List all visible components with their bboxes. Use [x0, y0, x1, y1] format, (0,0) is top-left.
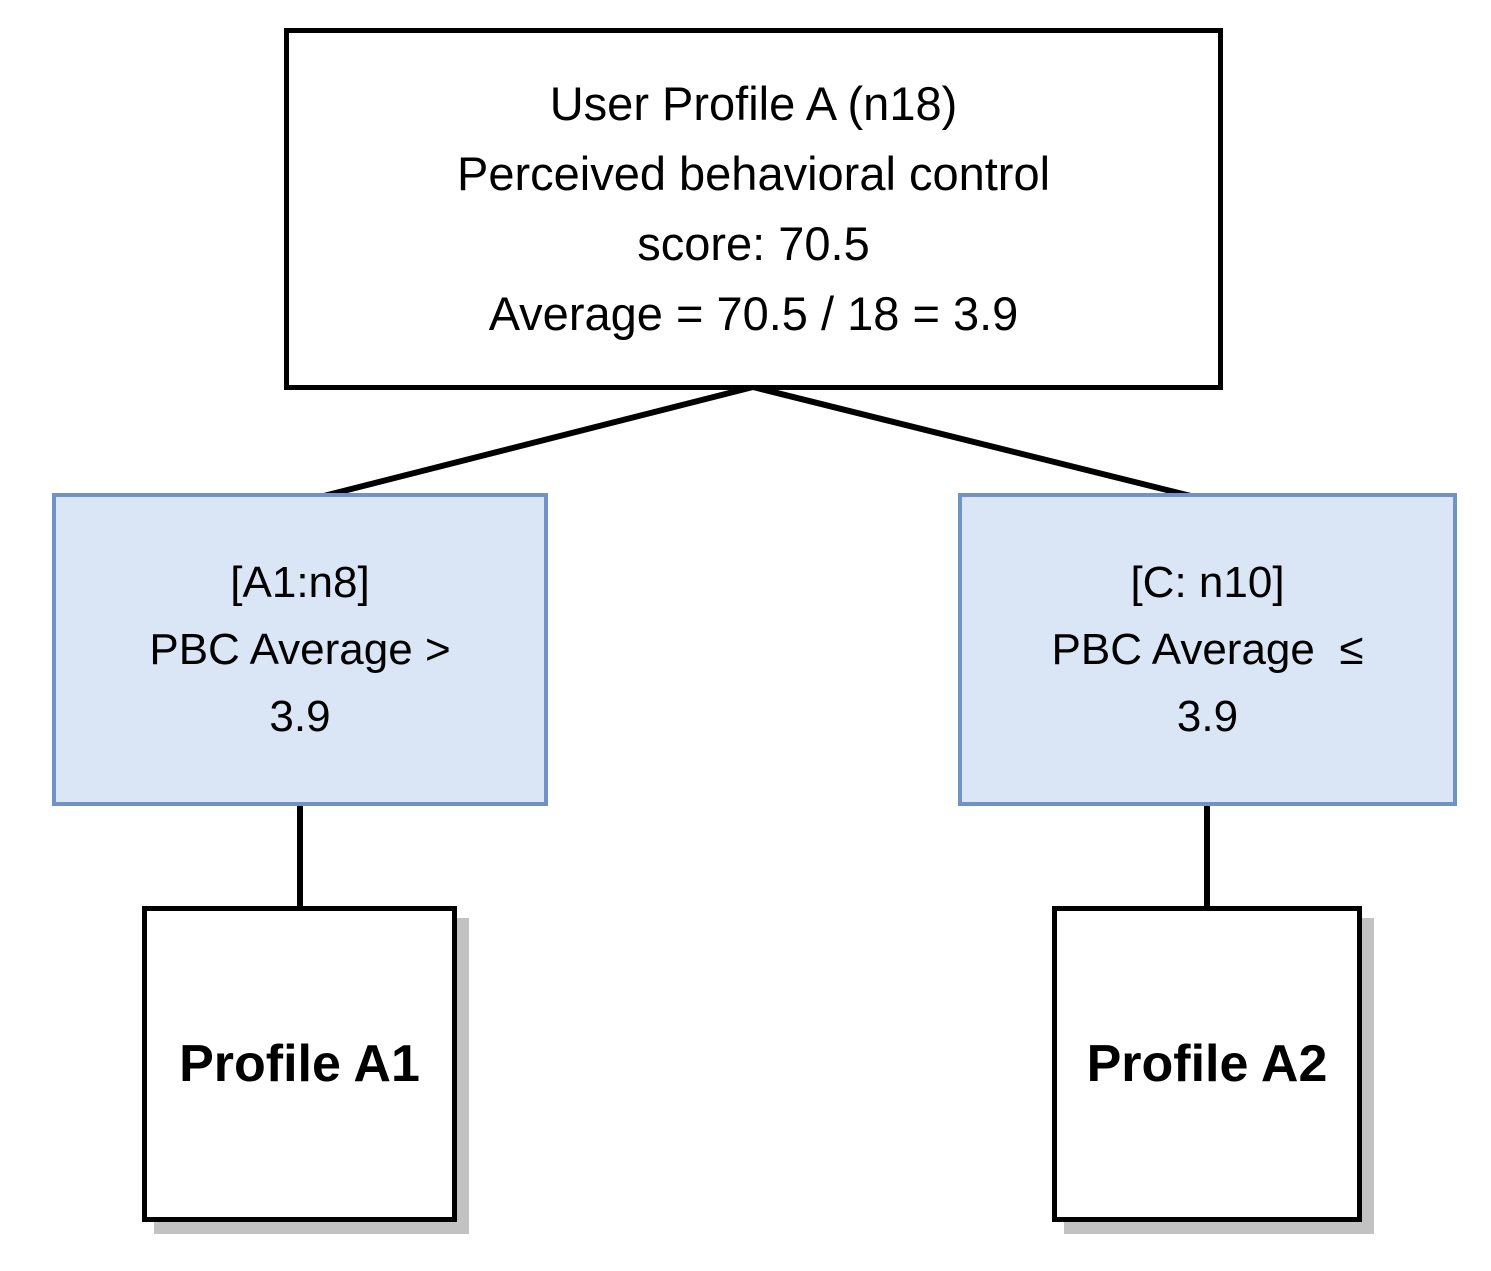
leaf-a1-label: Profile A1	[179, 1034, 420, 1093]
root-text-line-4: Average = 70.5 / 18 = 3.9	[488, 287, 1019, 340]
root-text-line-3: score: 70.5	[637, 217, 870, 270]
connector-root-to-left-branch	[307, 384, 754, 503]
branch-a1-text-line-2: PBC Average >	[149, 625, 451, 674]
branch-node-c: [C: n10] PBC Average ≤ 3.9	[958, 493, 1457, 806]
root-text-line-2: Perceived behavioral control	[456, 147, 1051, 200]
leaf-a2-label: Profile A2	[1086, 1034, 1328, 1093]
branch-node-a1: [A1:n8] PBC Average > 3.9	[52, 493, 548, 806]
root-node: User Profile A (n18) Perceived behaviora…	[284, 28, 1223, 390]
branch-c-text-line-2: PBC Average ≤	[1051, 625, 1364, 674]
leaf-node-profile-a1: Profile A1	[142, 906, 457, 1222]
root-text-line-1: User Profile A (n18)	[549, 77, 958, 130]
branch-c-text-line-3: 3.9	[1176, 692, 1239, 741]
branch-a1-text-line-3: 3.9	[269, 692, 331, 741]
branch-c-text-line-1: [C: n10]	[1130, 558, 1285, 607]
connector-root-to-right-branch	[752, 384, 1208, 503]
leaf-node-profile-a2: Profile A2	[1052, 906, 1362, 1222]
branch-a1-text-line-1: [A1:n8]	[230, 558, 370, 607]
